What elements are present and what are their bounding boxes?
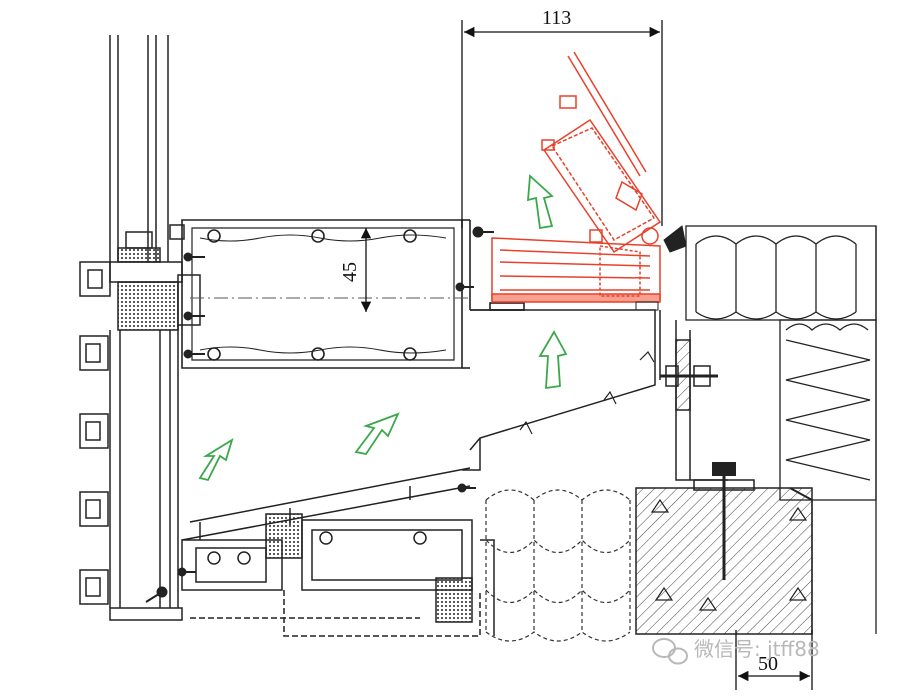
dimension-bottom-label: 50 bbox=[758, 653, 778, 675]
glass-unit-upper bbox=[109, 35, 169, 263]
insulation-right bbox=[685, 225, 877, 634]
wechat-icon bbox=[652, 638, 688, 665]
bracket-with-bolt bbox=[660, 320, 728, 481]
airflow-arrow-1 bbox=[198, 437, 234, 482]
lower-sloped-panel bbox=[181, 309, 661, 541]
dimension-vertical-label: 45 bbox=[339, 262, 361, 282]
ventilation-vent-closed bbox=[491, 227, 661, 303]
airflow-arrows bbox=[198, 174, 568, 482]
upper-transom-profile bbox=[181, 219, 525, 369]
airflow-arrow-4 bbox=[526, 174, 554, 230]
dimension-top-label: 113 bbox=[542, 7, 571, 29]
lower-frame-profile bbox=[109, 513, 495, 637]
airflow-arrow-3 bbox=[538, 330, 568, 390]
airflow-arrow-2 bbox=[354, 412, 400, 456]
dimension-bottom bbox=[735, 630, 813, 690]
left-clip-boxes bbox=[79, 335, 109, 605]
left-frame-profile bbox=[79, 224, 201, 608]
dimension-top bbox=[461, 20, 663, 228]
watermark: 微信号: jtff88 bbox=[652, 637, 820, 665]
watermark-text: 微信号: jtff88 bbox=[694, 637, 820, 661]
fixing-screws bbox=[145, 226, 494, 603]
insulation-lower bbox=[485, 489, 631, 642]
ventilation-vent-open bbox=[541, 51, 662, 254]
concrete-slab bbox=[635, 462, 813, 635]
